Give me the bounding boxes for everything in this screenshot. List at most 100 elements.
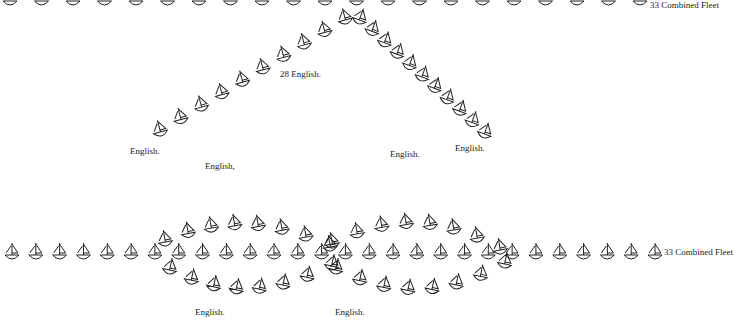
ship-symbol <box>497 251 514 270</box>
ship-symbol <box>192 94 210 113</box>
ship-symbol <box>255 1 269 5</box>
ship-symbol <box>570 1 584 5</box>
ship-symbol <box>228 277 245 296</box>
ship-symbol <box>161 1 175 5</box>
ship-symbol <box>274 44 292 63</box>
ship-symbol <box>129 1 143 5</box>
ship-symbol <box>243 243 257 259</box>
fleet-label: 33 Combined Fleet <box>650 1 719 11</box>
ship-symbol <box>179 220 196 238</box>
ship-symbol <box>291 243 305 259</box>
ship-symbol <box>273 217 290 235</box>
ship-symbol <box>439 86 458 106</box>
ship-symbol <box>124 243 138 259</box>
ship-symbol <box>468 225 485 243</box>
ship-symbol <box>451 97 470 117</box>
ship-symbol <box>226 213 243 231</box>
ship-symbol <box>172 243 186 259</box>
ship-symbol <box>364 18 383 38</box>
ship-symbol <box>318 1 332 5</box>
ship-symbol <box>295 31 313 50</box>
ship-symbol <box>287 1 301 5</box>
ship-symbol <box>76 243 90 259</box>
ship-symbol <box>212 81 230 100</box>
squadron-label: English. <box>130 147 160 157</box>
ship-symbol <box>529 243 543 259</box>
ship-symbol <box>233 69 251 88</box>
ship-symbol <box>624 243 638 259</box>
ship-symbol <box>315 19 333 38</box>
ship-symbol <box>464 109 483 129</box>
ship-symbol <box>602 1 616 5</box>
ship-symbol <box>297 224 314 242</box>
ship-symbol <box>445 217 462 235</box>
ship-symbol <box>275 272 292 291</box>
ship-symbol <box>577 243 591 259</box>
squadron-label: English. <box>195 308 225 318</box>
ship-symbol <box>473 263 490 282</box>
ship-symbol <box>457 243 471 259</box>
ship-symbol <box>434 243 448 259</box>
ship-symbol <box>448 272 465 291</box>
ship-symbol <box>336 7 354 26</box>
ship-symbol <box>401 52 420 72</box>
ship-symbol <box>414 63 433 83</box>
ship-symbol <box>476 1 490 5</box>
squadron-label: English. <box>455 144 485 154</box>
ship-symbol <box>376 29 395 49</box>
ship-symbol <box>373 214 390 232</box>
squadron-label: English. <box>390 150 420 160</box>
ship-symbol <box>151 119 169 138</box>
ship-symbol <box>53 243 67 259</box>
ship-symbol <box>376 274 393 293</box>
ship-symbol <box>253 56 271 75</box>
ship-symbol <box>224 1 238 5</box>
ship-symbol <box>350 1 364 5</box>
squadron-label: English, <box>205 162 235 172</box>
ship-symbol <box>299 264 316 283</box>
ship-symbol <box>252 276 269 295</box>
ship-symbol <box>426 75 445 95</box>
ship-symbol <box>505 243 519 259</box>
ship-symbol <box>98 1 112 5</box>
ship-symbol <box>5 243 19 259</box>
ship-symbol <box>351 6 370 26</box>
ship-symbol <box>100 243 114 259</box>
ship-symbol <box>413 1 427 5</box>
ship-symbol <box>476 120 495 140</box>
ship-symbol <box>338 243 352 259</box>
ship-symbol <box>202 215 219 233</box>
ship-symbol <box>352 267 369 286</box>
ship-symbol <box>397 211 414 229</box>
ship-symbol <box>184 267 201 286</box>
ship-symbol <box>171 106 189 125</box>
ship-symbol <box>29 243 43 259</box>
ship-symbol <box>600 243 614 259</box>
ship-symbol <box>196 243 210 259</box>
ship-symbol <box>323 231 340 249</box>
ship-symbol <box>421 212 438 230</box>
ship-symbol <box>328 257 345 276</box>
ship-symbol <box>648 243 662 259</box>
ship-symbol <box>507 1 521 5</box>
ship-symbol <box>381 1 395 5</box>
ship-symbol <box>267 243 281 259</box>
ship-symbol <box>156 229 173 247</box>
ship-symbol <box>389 40 408 60</box>
ship-symbol <box>249 213 266 231</box>
ship-symbol <box>35 1 49 5</box>
fleet-label: 33 Combined Fleet <box>664 248 733 258</box>
ship-symbol <box>192 1 206 5</box>
ship-symbol <box>219 243 233 259</box>
ship-symbol <box>386 243 400 259</box>
ship-symbol <box>3 1 17 5</box>
ship-symbol <box>444 1 458 5</box>
ship-symbol <box>553 243 567 259</box>
ship-symbol <box>491 237 508 255</box>
squadron-label: English. <box>335 308 365 318</box>
ship-symbol <box>633 1 647 5</box>
ship-symbol <box>66 1 80 5</box>
ship-symbol <box>348 221 365 239</box>
ship-symbol <box>424 276 441 295</box>
